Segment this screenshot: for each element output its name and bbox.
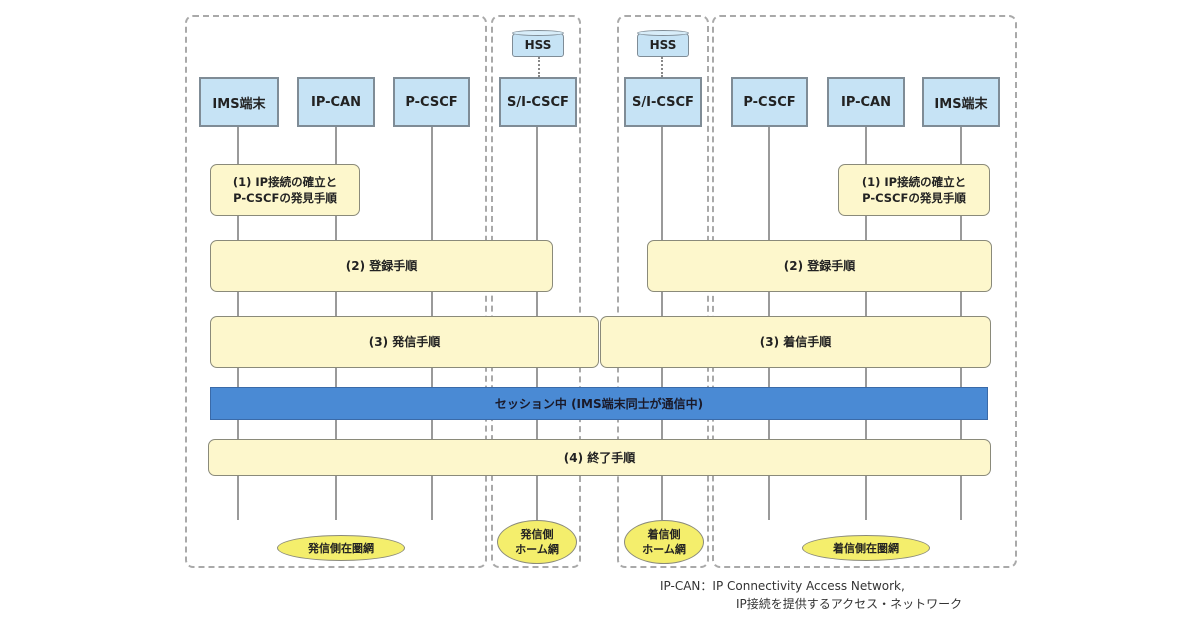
node-sicscf-orig: S/I-CSCF [499,77,577,127]
hss-link-term [661,57,663,77]
node-pcscf-term: P-CSCF [731,77,808,127]
node-ipcan-term: IP-CAN [827,77,905,127]
node-sicscf-term: S/I-CSCF [624,77,702,127]
legend-line1: IP-CAN：IP Connectivity Access Network, [660,579,905,593]
label-term-visited: 着信側在圏網 [802,535,930,561]
step-label: (1) IP接続の確立と P-CSCFの発見手順 [232,175,338,205]
node-label: S/I-CSCF [507,94,569,110]
legend-line2: IP接続を提供するアクセス・ネットワーク [736,597,963,611]
hss-orig: HSS [512,30,564,57]
node-label: IMS端末 [934,96,988,112]
node-label: IP-CAN [840,94,891,110]
step-label: (1) IP接続の確立と P-CSCFの発見手順 [861,175,967,205]
region-label: 発信側在圏網 [308,541,374,555]
session-bar: セッション中 (IMS端末同士が通信中) [210,387,988,420]
step-label: (3) 着信手順 [759,335,832,349]
step-label: (3) 発信手順 [368,335,441,349]
step1-right: (1) IP接続の確立と P-CSCFの発見手順 [838,164,990,216]
step2-right: (2) 登録手順 [647,240,992,292]
step1-left: (1) IP接続の確立と P-CSCFの発見手順 [210,164,360,216]
label-orig-home: 発信側 ホーム網 [497,520,577,564]
region-label: 発信側 ホーム網 [515,528,559,556]
hss-label: HSS [524,38,552,52]
session-label: セッション中 (IMS端末同士が通信中) [494,397,704,411]
node-ims-terminal-orig: IMS端末 [199,77,279,127]
label-term-home: 着信側 ホーム網 [624,520,704,564]
node-ims-terminal-term: IMS端末 [922,77,1000,127]
node-label: P-CSCF [405,94,458,110]
step3-left: (3) 発信手順 [210,316,599,368]
step4: (4) 終了手順 [208,439,991,476]
region-label: 着信側在圏網 [833,541,899,555]
hss-link-orig [538,57,540,77]
label-orig-visited: 発信側在圏網 [277,535,405,561]
node-label: IP-CAN [310,94,361,110]
step2-left: (2) 登録手順 [210,240,553,292]
region-label: 着信側 ホーム網 [642,528,686,556]
hss-term: HSS [637,30,689,57]
step3-right: (3) 着信手順 [600,316,991,368]
hss-label: HSS [649,38,677,52]
node-pcscf-orig: P-CSCF [393,77,470,127]
node-label: P-CSCF [743,94,796,110]
node-label: IMS端末 [212,96,266,112]
step-label: (4) 終了手順 [563,450,636,465]
node-label: S/I-CSCF [632,94,694,110]
step-label: (2) 登録手順 [783,259,856,273]
node-ipcan-orig: IP-CAN [297,77,375,127]
step-label: (2) 登録手順 [345,259,418,273]
